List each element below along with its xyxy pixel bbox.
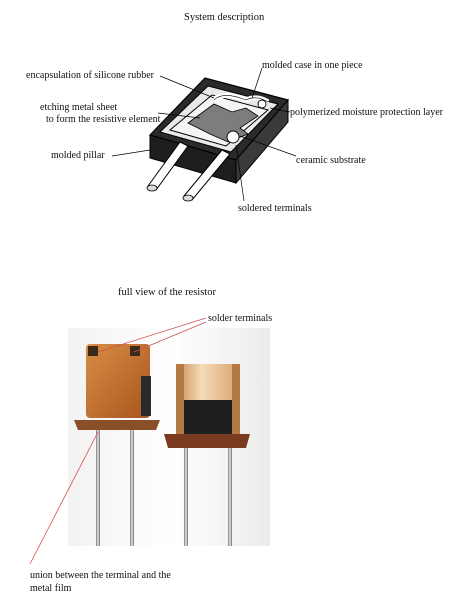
label-moisture: polymerized moisture protection layer xyxy=(290,107,444,118)
label-etching: etching metal sheet xyxy=(40,102,118,113)
label-ceramic: ceramic substrate xyxy=(296,155,366,166)
photo-title: full view of the resistor xyxy=(118,287,216,298)
label-union-2: metal film xyxy=(30,583,72,594)
label-molded-case: molded case in one piece xyxy=(262,60,363,71)
label-encapsulation: encapsulation of silicone rubber xyxy=(26,70,155,81)
label-solder-terminals: solder terminals xyxy=(208,313,273,324)
resistor-schematic xyxy=(111,67,297,202)
label-etching-2: to form the resistive element xyxy=(46,114,161,125)
label-soldered: soldered terminals xyxy=(238,203,312,214)
diagram-title: System description xyxy=(184,12,265,23)
label-union-1: union between the terminal and the xyxy=(30,570,171,581)
label-pillar: molded pillar xyxy=(51,150,105,161)
